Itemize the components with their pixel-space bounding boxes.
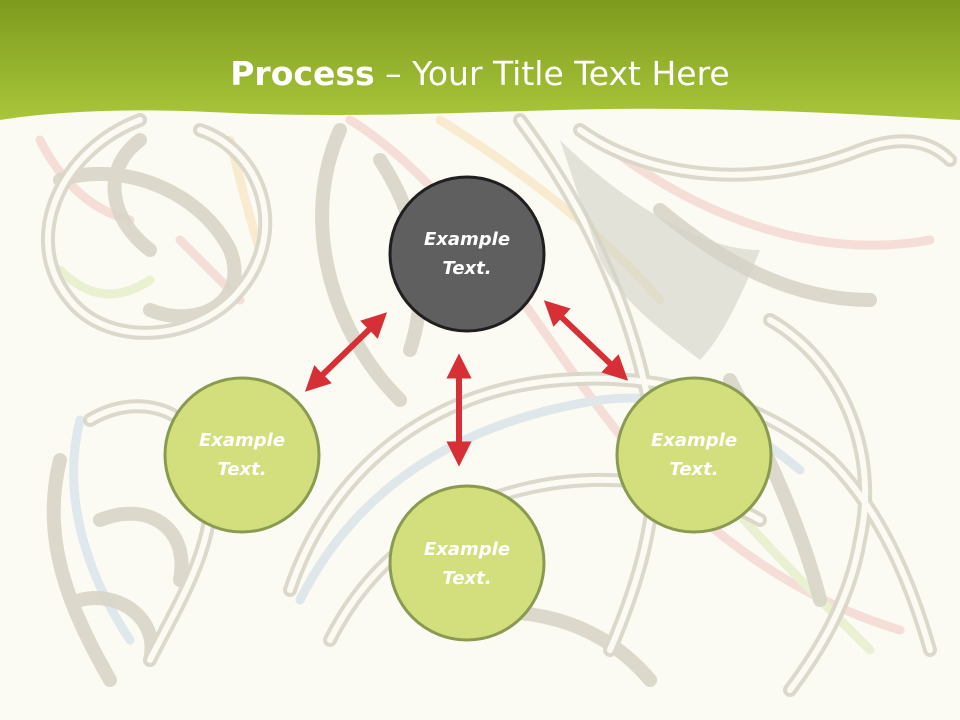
arrow-center-left [304,312,388,392]
right-node-line1: Example [650,430,738,451]
right-node-label: Example Text. [616,426,772,484]
title-bold: Process [230,54,375,93]
center-node-label: Example Text. [389,225,545,283]
slide-title: Process – Your Title Text Here [0,52,960,96]
bottom-node-line2: Text. [442,568,492,589]
left-node-circle [163,376,321,534]
right-node-circle [615,376,773,534]
bottom-node-circle [388,484,546,642]
center-node-circle [388,175,546,333]
left-node-line2: Text. [217,459,267,480]
bottom-node-label: Example Text. [389,535,545,593]
title-rest: – Your Title Text Here [374,54,730,93]
arrow-center-right [543,300,629,381]
bottom-node-line1: Example [423,539,511,560]
right-node-line2: Text. [669,459,719,480]
center-node-line2: Text. [442,258,492,279]
left-node-line1: Example [198,430,286,451]
header-band [0,0,960,120]
center-node-line1: Example [423,229,511,250]
left-node-label: Example Text. [164,426,320,484]
